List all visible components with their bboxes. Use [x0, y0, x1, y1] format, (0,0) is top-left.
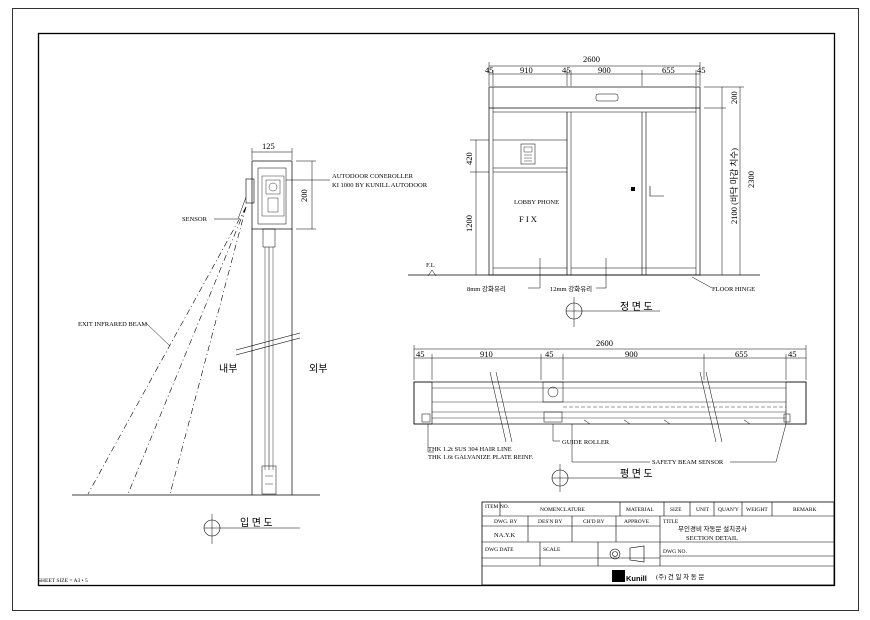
front-dim-1: 45	[485, 65, 494, 75]
thk-label-1: THK 1.2t SUS 304 HAIR LINE	[428, 446, 512, 453]
front-dim-right-total: 2300	[746, 171, 756, 188]
beam-label: EXIT INFRARED BEAM	[78, 321, 147, 328]
plan-dim-2: 910	[480, 349, 493, 359]
plan-dim-4: 900	[625, 349, 638, 359]
th-nomenclature: NOMENCLATURE	[540, 507, 586, 513]
fix-label: F I X	[519, 214, 537, 224]
dwg-by-label: DWG. BY	[494, 519, 518, 525]
side-view-title: 입 면 도	[240, 516, 273, 529]
glass-8-label: 8mm 강화유리	[467, 284, 506, 293]
floor-hinge-label: FLOOR HINGE	[712, 286, 755, 293]
outer-frame	[12, 8, 859, 611]
th-remark: REMARK	[793, 507, 817, 513]
plan-view-title: 평 면 도	[620, 468, 653, 480]
side-view	[72, 148, 330, 544]
guide-roller-label: GUIDE ROLLER	[562, 439, 610, 446]
plan-view	[413, 345, 807, 492]
front-dim-2: 910	[520, 65, 533, 75]
title-line-2: SECTION DETAIL	[686, 535, 738, 542]
thk-label-2: THK 1.6t GALVANIZE PLATE REINF.	[428, 454, 534, 461]
approve-label: APPROVE	[624, 519, 650, 525]
title-block	[481, 501, 835, 586]
chd-by-label: CH'D BY	[583, 519, 605, 525]
front-dim-5: 655	[662, 65, 675, 75]
outside-label: 외부	[309, 363, 327, 375]
plan-dim-5: 655	[735, 349, 748, 359]
plan-dim-6: 45	[788, 349, 797, 359]
brand-name: Kunill	[626, 574, 647, 583]
kunill-logo-icon	[612, 570, 625, 582]
lobby-phone-label: LOBBY PHONE	[514, 199, 559, 206]
plan-dim-1: 45	[416, 349, 425, 359]
th-material: MATERIAL	[626, 507, 654, 513]
front-view	[408, 62, 760, 327]
front-dim-right-height: 2100 (바닥 마감 치수)	[729, 148, 739, 224]
plan-dim-total: 2600	[596, 338, 613, 348]
front-dim-left-top: 420	[464, 152, 474, 165]
safety-beam-label: SAFETY BEAM SENSOR	[652, 459, 724, 466]
side-dim-top: 125	[262, 141, 275, 151]
controller-label-1: AUTODOOR CONEROLLER	[332, 173, 414, 180]
sensor-label: SENSOR	[182, 216, 208, 223]
glass-12-label: 12mm 강화유리	[550, 284, 592, 293]
title-label: TITLE	[663, 519, 679, 525]
front-dim-3: 45	[562, 65, 571, 75]
side-dim-right: 200	[299, 189, 309, 202]
front-view-title: 정 면 도	[620, 301, 653, 313]
dwg-date-label: DWG DATE	[485, 547, 514, 553]
fl-label: F.L	[426, 262, 435, 269]
sheet-size: SHEET SIZE = A3 • 5	[38, 578, 88, 584]
th-unit: UNIT	[696, 507, 710, 513]
company-name: (주) 건 일 자 동 문	[656, 572, 704, 581]
dsn-by-label: DES'N BY	[538, 519, 562, 525]
th-quan: QUAN'Y	[718, 507, 739, 513]
plan-dim-3: 45	[545, 349, 554, 359]
th-size: SIZE	[670, 507, 682, 513]
th-item-no-1: ITEM NO.	[485, 504, 510, 510]
inner-frame	[37, 32, 836, 587]
front-dim-total: 2600	[583, 54, 600, 64]
controller-label-2: KI 1000 BY KUNILL AUTODOOR	[332, 182, 428, 189]
dwg-no-label: DWG NO.	[663, 549, 687, 555]
scale-label: SCALE	[543, 547, 561, 553]
front-dim-6: 45	[697, 65, 706, 75]
front-dim-4: 900	[598, 65, 611, 75]
front-dim-left-bottom: 1200	[464, 215, 474, 232]
title-line-1: 무인경비 자동문 설치공사	[678, 524, 747, 533]
front-dim-right-top: 200	[729, 91, 739, 104]
drawer-name: NA.Y.K	[494, 532, 515, 539]
th-weight: WEIGHT	[746, 507, 768, 513]
inside-label: 내부	[219, 363, 237, 375]
